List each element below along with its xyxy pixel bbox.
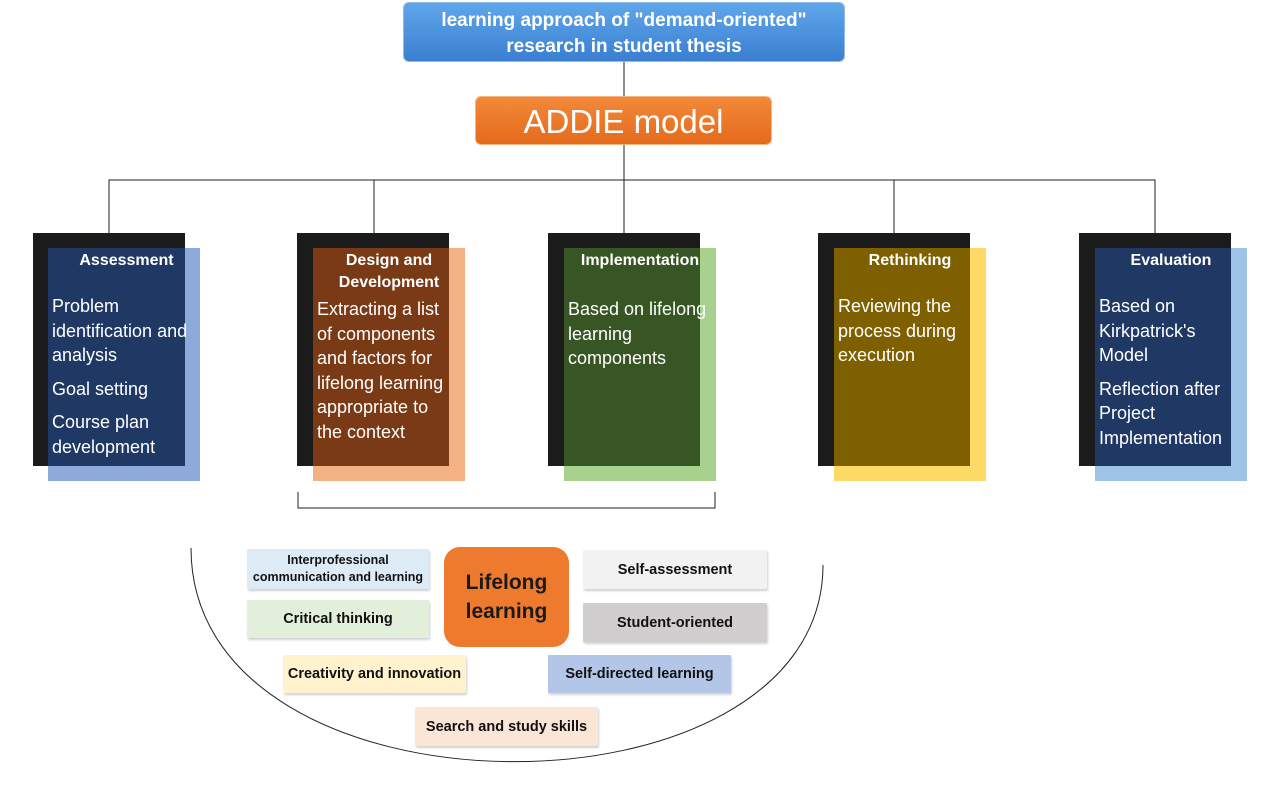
component-label: Interprofessional communication and lear… xyxy=(252,553,424,584)
lifelong-learning-label: Lifelong learning xyxy=(465,571,548,623)
evaluation-item: Based on Kirkpatrick's Model xyxy=(1099,296,1196,365)
bracket-line xyxy=(297,492,716,509)
design-panel: Design and Development Extracting a list… xyxy=(313,248,449,466)
title-text: learning approach of "demand-oriented" r… xyxy=(441,10,807,57)
evaluation-title: Evaluation xyxy=(1130,252,1212,269)
arc-line xyxy=(190,547,824,763)
component-label: Search and study skills xyxy=(425,718,588,735)
component-label: Student-oriented xyxy=(617,614,733,631)
component-interprofessional: Interprofessional communication and lear… xyxy=(247,549,429,589)
assessment-item: Course plan development xyxy=(52,412,156,457)
implementation-items: Based on lifelong learning components xyxy=(568,297,713,380)
addie-model-label: ADDIE model xyxy=(523,103,724,140)
rethinking-item: Reviewing the process during execution xyxy=(838,296,957,365)
evaluation-item: Reflection after Project Implementation xyxy=(1099,378,1223,448)
component-critical-thinking: Critical thinking xyxy=(247,600,429,638)
evaluation-items: Based on Kirkpatrick's Model Reflection … xyxy=(1099,294,1245,459)
component-label: Critical thinking xyxy=(283,611,393,627)
assessment-title: Assessment xyxy=(79,252,174,269)
assessment-items: Problem identification and analysis Goal… xyxy=(52,294,204,468)
assessment-item: Problem identification and analysis xyxy=(52,296,188,365)
evaluation-panel: Evaluation Based on Kirkpatrick's Model … xyxy=(1095,248,1231,466)
implementation-panel: Implementation Based on lifelong learnin… xyxy=(564,248,706,466)
lifelong-learning-box: Lifelong learning xyxy=(444,547,569,647)
implementation-title: Implementation xyxy=(580,252,700,269)
design-title: Design and Development xyxy=(338,252,440,291)
component-label: Self-directed learning xyxy=(565,666,714,682)
component-label: Creativity and innovation xyxy=(287,666,462,682)
rethinking-title: Rethinking xyxy=(868,252,952,269)
rethinking-panel: Rethinking Reviewing the process during … xyxy=(834,248,970,466)
rethinking-items: Reviewing the process during execution xyxy=(838,294,983,377)
assessment-panel: Assessment Problem identification and an… xyxy=(48,248,187,466)
component-self-assessment: Self-assessment xyxy=(583,550,767,589)
design-items: Extracting a list of components and fact… xyxy=(317,297,457,453)
component-label: Self-assessment xyxy=(617,561,733,578)
implementation-item: Based on lifelong learning components xyxy=(568,299,707,368)
component-creativity: Creativity and innovation xyxy=(283,655,466,693)
design-item: Extracting a list of components and fact… xyxy=(317,299,444,442)
addie-model-box: ADDIE model xyxy=(475,96,772,145)
connector-branch xyxy=(108,179,1156,233)
component-self-directed: Self-directed learning xyxy=(548,655,731,693)
component-student-oriented: Student-oriented xyxy=(583,603,767,642)
title-box: learning approach of "demand-oriented" r… xyxy=(403,2,845,62)
component-search-study: Search and study skills xyxy=(415,707,598,746)
assessment-item: Goal setting xyxy=(52,378,149,399)
